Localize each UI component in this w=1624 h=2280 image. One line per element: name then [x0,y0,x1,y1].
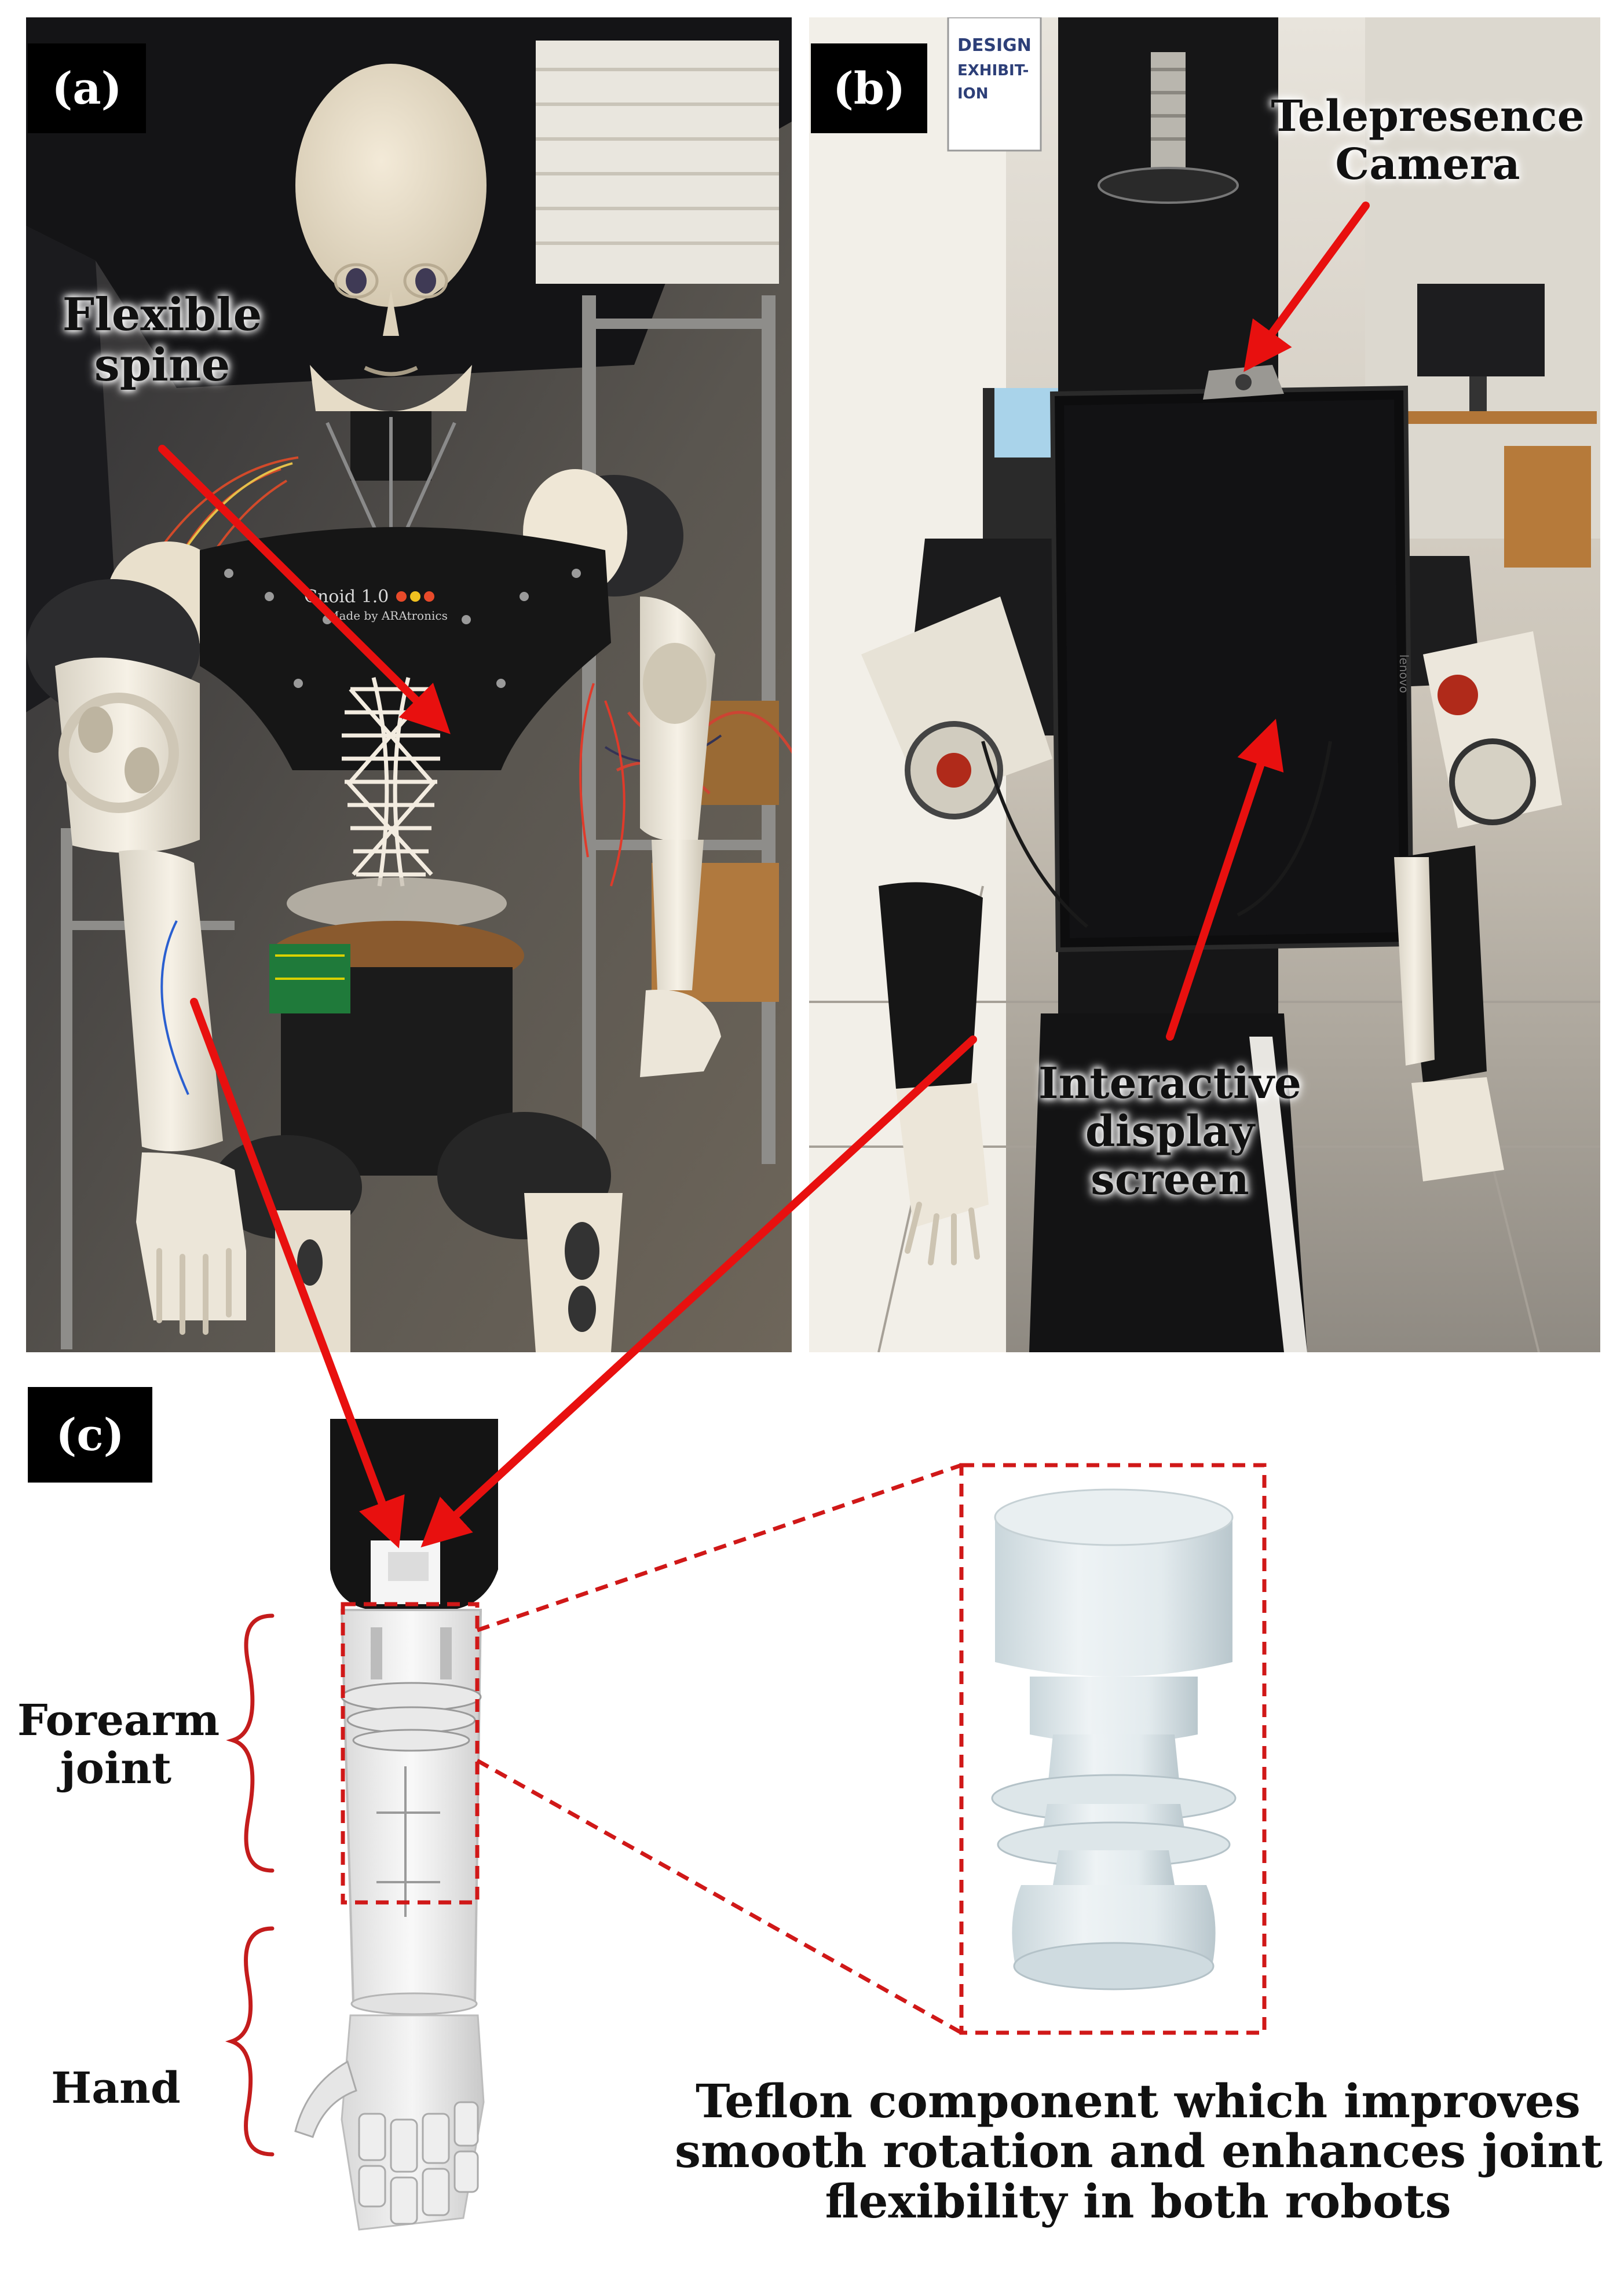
callout-flexible-spine: Flexible spine [62,288,262,392]
callout-telepresence-camera: Telepresence Camera [1271,92,1585,189]
label-forearm-joint: Forearm joint [17,1696,220,1794]
panel-tag-b: (b) [811,43,927,133]
forearm-cad-illustration [294,1419,498,2231]
poster-text-2: EXHIBIT- [957,62,1029,79]
chest-plate-subtext: Made by ARAtronics [327,609,448,623]
teflon-component-illustration [991,1488,1237,1990]
photo-panel-a: Cnoid 1.0 Made by ARAtronics [26,17,792,1352]
humanoid-robot-illustration: Cnoid 1.0 Made by ARAtronics [26,17,792,1352]
svg-text:lenovo: lenovo [1397,654,1411,693]
chest-plate-text: Cnoid 1.0 [304,587,389,607]
poster-text-1: DESIGN [957,35,1032,56]
teflon-caption: Teflon component which improves smooth r… [675,2074,1603,2228]
teflon-component-photo [966,1468,1261,2030]
label-hand: Hand [51,2063,181,2113]
panel-tag-c: (c) [28,1387,152,1483]
cad-forearm-panel [255,1407,556,2264]
panel-tag-a: (a) [28,43,146,133]
callout-interactive-display: Interactive display screen [1038,1059,1302,1205]
poster-text-3: ION [957,85,989,103]
